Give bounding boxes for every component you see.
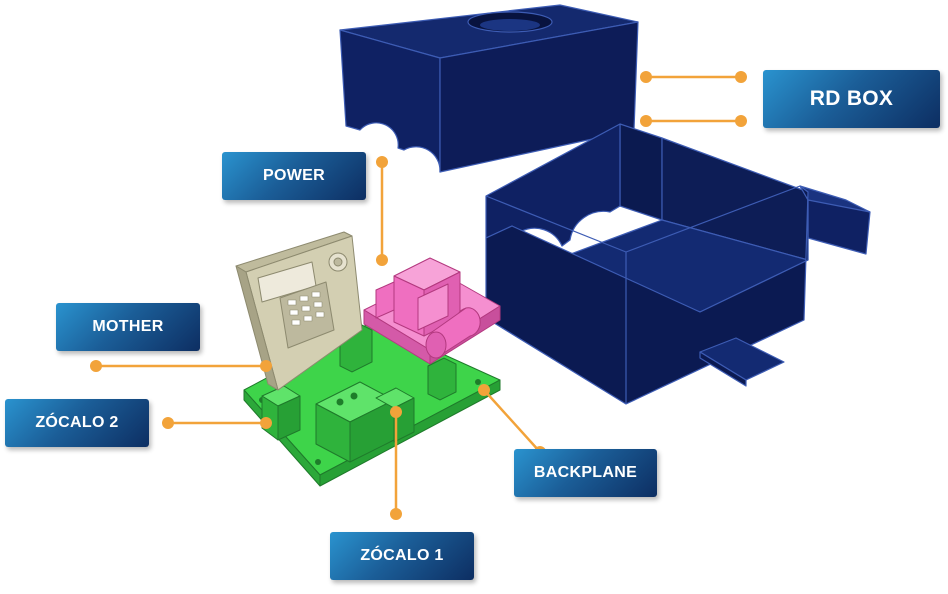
dot-rd-box-1a — [640, 71, 652, 83]
mother-keypad-keys — [287, 291, 325, 326]
lid-front-face — [339, 29, 441, 173]
leader-lines — [94, 75, 743, 516]
rd-box-base — [485, 123, 871, 405]
label-power: POWER — [222, 152, 366, 200]
dot-mother-right — [260, 360, 272, 372]
leader-dots — [90, 71, 747, 520]
zocalo-2-side — [277, 395, 301, 441]
label-rd-box: RD BOX — [763, 70, 940, 128]
dot-rd-box-2a — [640, 115, 652, 127]
mother-left-edge — [235, 265, 279, 391]
dot-mother-left — [90, 360, 102, 372]
dot-power-top — [376, 156, 388, 168]
mother-board — [235, 231, 363, 391]
mother-knob-center — [333, 257, 343, 267]
base-left-wall — [485, 123, 621, 247]
backplane-hole-2 — [315, 459, 321, 465]
dot-rd-box-2b — [735, 115, 747, 127]
dot-rd-box-1b — [735, 71, 747, 83]
label-mother: MOTHER — [56, 303, 200, 351]
power-small-block — [375, 281, 395, 319]
lid-top-hole-inner — [480, 19, 540, 31]
label-zocalo-2: ZÓCALO 2 — [5, 399, 149, 447]
dot-power-bottom — [376, 254, 388, 266]
zocalo-2-socket — [261, 385, 301, 441]
mother-keypad — [279, 281, 335, 349]
base-back-wall — [619, 123, 663, 221]
power-capacitor-near — [425, 331, 447, 359]
label-backplane: BACKPLANE — [514, 449, 657, 497]
dot-zocalo-2-left — [162, 417, 174, 429]
dot-backplane-top — [478, 384, 490, 396]
zocalo-1-pin-1 — [336, 398, 344, 406]
dot-zocalo-1-top — [390, 406, 402, 418]
zocalo-1-pin-2 — [350, 392, 358, 400]
dot-zocalo-2-right — [260, 417, 272, 429]
label-zocalo-1: ZÓCALO 1 — [330, 532, 474, 580]
support-1 — [427, 357, 457, 401]
backplane-hole-3 — [475, 379, 481, 385]
power-module — [363, 257, 501, 365]
base-bottom-tab-edge — [699, 351, 747, 387]
power-transformer-plate — [417, 283, 449, 331]
dot-zocalo-1-bottom — [390, 508, 402, 520]
leader-backplane — [482, 388, 542, 454]
